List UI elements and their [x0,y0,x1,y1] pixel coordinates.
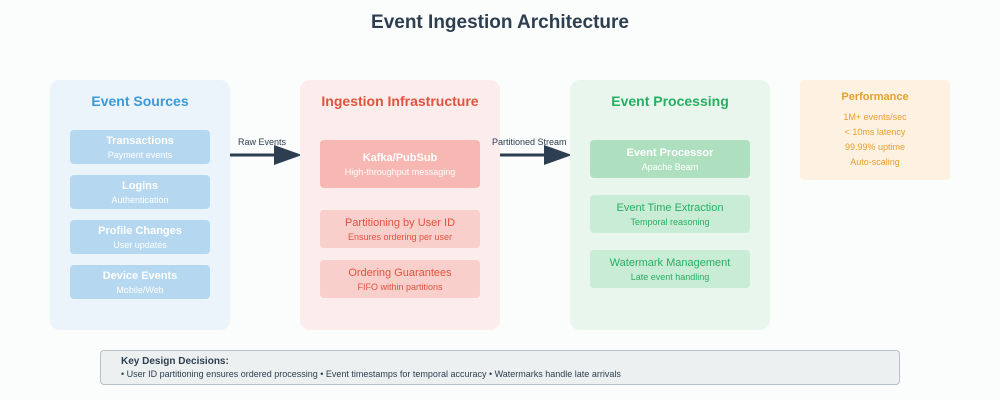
ingestion-sublabel: Ensures ordering per user [347,231,453,242]
source-logins-box: Logins Authentication [70,175,210,209]
diagram-title: Event Ingestion Architecture [371,12,629,33]
ingestion-label: Kafka/PubSub [362,151,438,164]
ingestion-label: Ordering Guarantees [348,266,452,279]
source-label: Device Events [102,269,178,282]
ordering-guarantees-box: Ordering Guarantees FIFO within partitio… [320,260,480,298]
event-processing-panel: Event Processing Event Processor Apache … [570,80,770,330]
event-sources-panel: Event Sources Transactions Payment event… [50,80,230,330]
performance-item: 1M+ events/sec [843,112,907,122]
ingestion-label: Partitioning by User ID [344,216,456,229]
partitioned-stream-label: Partitioned Stream [492,137,567,147]
ingestion-sublabel: FIFO within partitions [357,281,443,292]
performance-item: Auto-scaling [850,157,900,167]
source-label: Transactions [106,134,174,147]
event-sources-title: Event Sources [91,93,189,109]
source-profile-changes-box: Profile Changes User updates [70,220,210,254]
decisions-text: • User ID partitioning ensures ordered p… [121,369,621,379]
raw-events-arrow [230,145,302,165]
performance-box: Performance 1M+ events/sec < 10ms latenc… [800,80,950,180]
partitioned-stream-arrow [500,145,572,165]
source-transactions-box: Transactions Payment events [70,130,210,164]
source-label: Profile Changes [98,224,182,237]
processing-sublabel: Late event handling [630,271,710,282]
processing-label: Event Time Extraction [616,201,724,214]
performance-item: < 10ms latency [844,127,906,137]
source-sublabel: Payment events [107,149,173,160]
processing-label: Event Processor [626,146,714,159]
source-sublabel: Mobile/Web [116,284,164,295]
performance-item: 99.99% uptime [844,142,906,152]
raw-events-label: Raw Events [238,137,287,147]
partitioning-box: Partitioning by User ID Ensures ordering… [320,210,480,248]
source-sublabel: Authentication [111,194,169,205]
ingestion-panel: Ingestion Infrastructure Kafka/PubSub Hi… [300,80,500,330]
kafka-pubsub-box: Kafka/PubSub High-throughput messaging [320,140,480,188]
key-design-decisions-box: Key Design Decisions: • User ID partitio… [100,350,900,385]
processing-sublabel: Apache Beam [641,161,699,172]
ingestion-title: Ingestion Infrastructure [321,93,479,109]
source-sublabel: User updates [113,239,167,250]
performance-list: 1M+ events/sec < 10ms latency 99.99% upt… [800,110,950,170]
source-device-events-box: Device Events Mobile/Web [70,265,210,299]
decisions-title: Key Design Decisions: [121,356,229,367]
processing-label: Watermark Management [609,256,731,269]
processing-sublabel: Temporal reasoning [630,216,710,227]
source-label: Logins [121,179,159,192]
performance-title: Performance [841,91,909,103]
event-processing-title: Event Processing [611,93,729,109]
event-processor-box: Event Processor Apache Beam [590,140,750,178]
event-time-extraction-box: Event Time Extraction Temporal reasoning [590,195,750,233]
watermark-management-box: Watermark Management Late event handling [590,250,750,288]
ingestion-sublabel: High-throughput messaging [344,166,456,177]
